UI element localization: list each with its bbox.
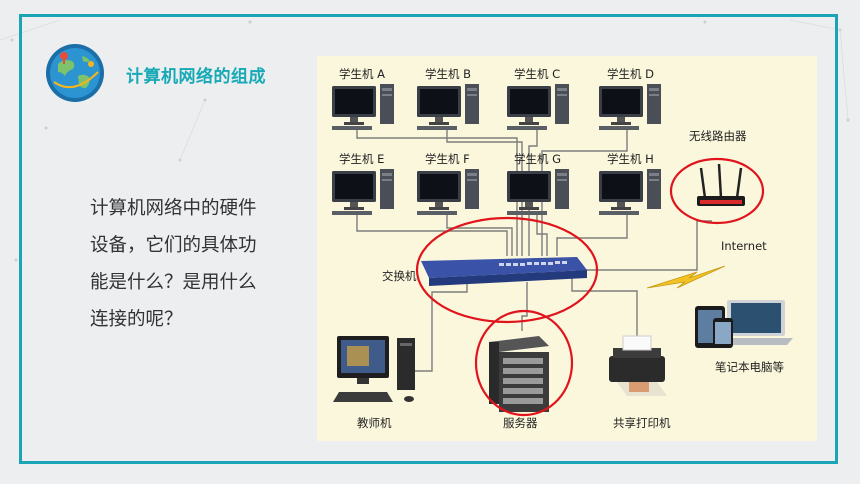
- question-text: 计算机网络中的硬件设备，它们的具体功能是什么？是用什么连接的呢？: [90, 198, 257, 330]
- switch-device: [421, 257, 587, 286]
- switch-highlight: [415, 216, 599, 324]
- student-pc-e-label: 学生机 E: [339, 152, 385, 166]
- student-pc-a-label: 学生机 A: [339, 67, 386, 81]
- student-pc-b-label: 学生机 B: [425, 67, 472, 81]
- student-pc-d-label: 学生机 D: [607, 67, 655, 81]
- student-pc-h-label: 学生机 H: [607, 152, 654, 166]
- internet-label: Internet: [721, 239, 767, 253]
- server-highlight: [474, 309, 574, 417]
- globe-icon: [46, 44, 104, 102]
- router-label: 无线路由器: [689, 129, 747, 143]
- switch-label: 交换机: [382, 269, 417, 283]
- student-pc-f-label: 学生机 F: [425, 152, 470, 166]
- network-diagram: 学生机 A 学生机 B 学生机 C 学生机 D 学生机 E 学生机 F 学生机 …: [317, 56, 817, 441]
- page-title: 计算机网络的组成: [126, 67, 266, 87]
- student-pc-g-label: 学生机 G: [514, 152, 562, 166]
- server-label: 服务器: [503, 416, 538, 430]
- printer-label: 共享打印机: [613, 416, 671, 430]
- laptops-label: 笔记本电脑等: [715, 360, 784, 374]
- teacher-pc-label: 教师机: [357, 416, 392, 430]
- student-pc-c-label: 学生机 C: [514, 67, 561, 81]
- slide-frame: [19, 14, 838, 464]
- router-highlight: [669, 157, 765, 225]
